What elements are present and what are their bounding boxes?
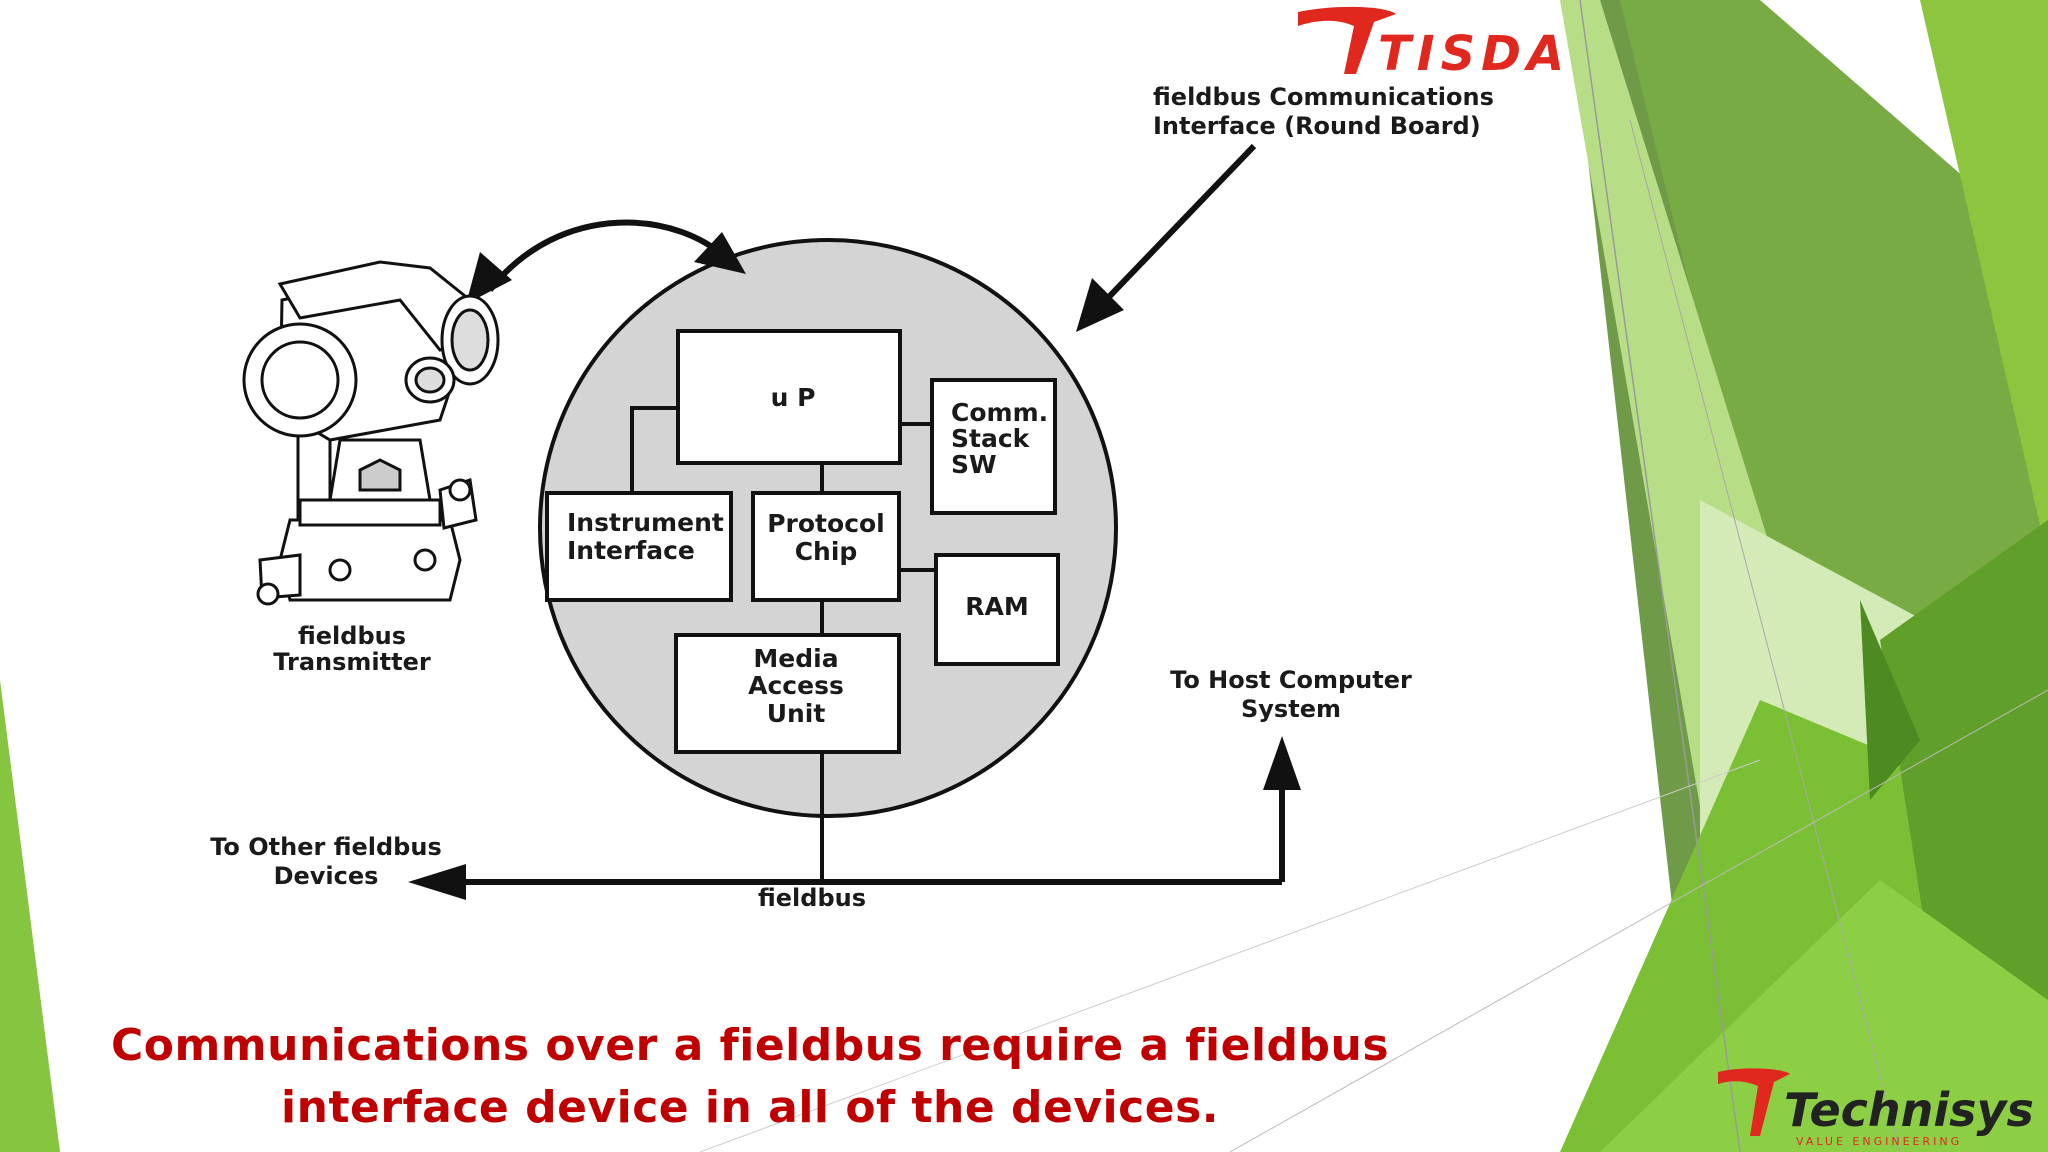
block-mau-line1: Media	[753, 644, 838, 673]
to-host-label-line2: System	[1241, 695, 1341, 723]
transmitter-label-line1: fieldbus	[298, 622, 406, 650]
tisda-logo: TISDA	[1298, 6, 1570, 79]
interface-label-line1: fieldbus Communications	[1153, 83, 1494, 111]
fieldbus-transmitter-illustration	[242, 260, 500, 606]
block-up: u P	[676, 329, 902, 465]
internal-connections	[630, 406, 936, 882]
caption-line-1: Communications over a fieldbus require a…	[110, 1020, 1390, 1071]
technisys-logo-text: Technisys	[1784, 1083, 2034, 1137]
block-mau: Media Access Unit	[674, 633, 901, 754]
to-other-label-line1: To Other fieldbus	[210, 833, 441, 861]
block-comm-stack: Comm. Stack SW	[930, 378, 1057, 515]
curve-arrowhead-left-icon	[466, 252, 512, 304]
block-protocol-chip-line2: Chip	[795, 537, 858, 566]
fieldbus-label: fieldbus	[758, 884, 866, 912]
tisda-swoosh-icon	[1298, 6, 1396, 75]
block-comm-stack-line1: Comm.	[951, 398, 1048, 427]
block-ram: RAM	[934, 553, 1060, 666]
technisys-logo: Technisys VALUE ENGINEERING	[1718, 1068, 2034, 1148]
block-protocol-chip-line1: Protocol	[767, 509, 885, 538]
interface-label-line2: Interface (Round Board)	[1153, 112, 1481, 140]
fieldbus-line	[448, 780, 1285, 885]
arrow-up-icon	[1263, 736, 1301, 790]
block-instrument-interface-line2: Interface	[567, 536, 695, 565]
to-host-label-line1: To Host Computer	[1170, 666, 1412, 694]
interface-pointer-arrowhead-icon	[1076, 278, 1124, 332]
block-instrument-interface: Instrument Interface	[545, 491, 733, 602]
tisda-logo-text: TISDA	[1378, 26, 1570, 79]
technisys-tagline: VALUE ENGINEERING	[1796, 1135, 1962, 1148]
technisys-swoosh-icon	[1718, 1068, 1790, 1136]
interface-pointer-line	[1103, 143, 1257, 303]
block-comm-stack-line2: Stack	[951, 424, 1031, 453]
transmitter-label-line2: Transmitter	[273, 648, 431, 676]
caption-line-2: interface device in all of the devices.	[281, 1082, 1219, 1133]
to-other-label-line2: Devices	[274, 862, 379, 890]
block-ram-label: RAM	[965, 592, 1028, 621]
arrow-left-icon	[408, 864, 466, 900]
double-arrow-curve	[487, 219, 733, 292]
block-instrument-interface-line1: Instrument	[567, 508, 724, 537]
curve-arrowhead-right-icon	[694, 232, 746, 274]
block-protocol-chip: Protocol Chip	[751, 491, 901, 602]
block-comm-stack-line3: SW	[951, 450, 997, 479]
block-mau-line2: Access	[748, 671, 844, 700]
block-up-label: u P	[771, 383, 816, 412]
block-mau-line3: Unit	[767, 699, 826, 728]
